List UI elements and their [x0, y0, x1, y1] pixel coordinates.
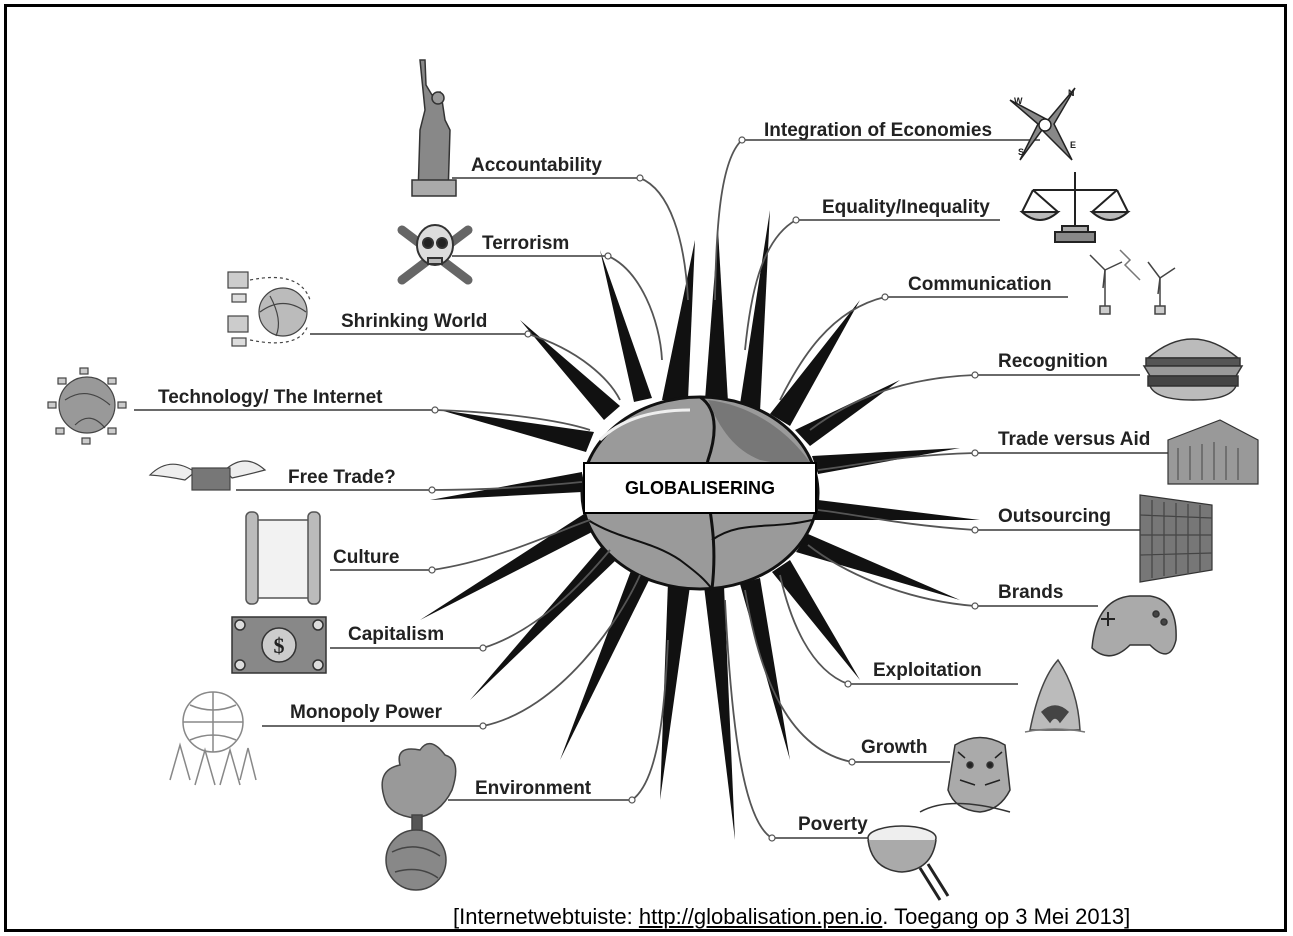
central-topic-label: GLOBALISERING	[624, 477, 775, 498]
source-citation: [Internetwebtuiste: http://globalisation…	[453, 904, 1130, 930]
svg-text:W: W	[1014, 96, 1023, 106]
globe-network-icon	[47, 367, 127, 445]
topic-brands: Brands	[998, 582, 1063, 603]
connector-lines	[134, 139, 1168, 839]
topic-culture: Culture	[333, 547, 400, 568]
skyscraper-icon	[1139, 494, 1213, 583]
topic-shrinking-world: Shrinking World	[341, 311, 487, 332]
topic-trade-aid: Trade versus Aid	[998, 429, 1150, 450]
topic-accountability: Accountability	[471, 155, 602, 176]
compass-icon: N E S W	[1009, 87, 1076, 161]
topic-terrorism: Terrorism	[482, 233, 569, 254]
topic-communication: Communication	[908, 274, 1052, 295]
topic-exploitation: Exploitation	[873, 660, 982, 681]
svg-text:E: E	[1070, 140, 1076, 150]
building-icon	[1167, 419, 1259, 485]
topic-capitalism: Capitalism	[348, 624, 444, 645]
topic-recognition: Recognition	[998, 351, 1108, 372]
wind-turbine-icon	[1089, 249, 1176, 315]
hamburger-icon	[1142, 338, 1244, 401]
topic-outsourcing: Outsourcing	[998, 506, 1111, 527]
shark-icon	[1024, 658, 1086, 733]
networked-globe-icon	[227, 271, 311, 347]
statue-of-liberty-icon	[411, 59, 457, 197]
source-suffix: . Toegang op 3 Mei 2013]	[882, 904, 1131, 929]
central-topic: GLOBALISERING	[583, 462, 817, 514]
rice-bowl-icon	[867, 825, 950, 901]
svg-text:$: $	[274, 633, 285, 658]
topic-integration: Integration of Economies	[764, 120, 992, 141]
source-prefix: [Internetwebtuiste:	[453, 904, 639, 929]
topic-environment: Environment	[475, 778, 592, 799]
topic-technology: Technology/ The Internet	[158, 387, 383, 408]
scales-icon	[1019, 172, 1131, 243]
topic-growth: Growth	[861, 737, 928, 758]
source-link[interactable]: http://globalisation.pen.io	[638, 904, 883, 929]
connector-nodes	[428, 136, 979, 842]
topic-poverty: Poverty	[798, 814, 868, 835]
people-holding-globe-icon	[169, 691, 257, 786]
game-controller-icon	[1091, 595, 1177, 657]
skull-crossbones-icon	[397, 224, 473, 285]
diagram-frame	[4, 4, 1287, 932]
dollar-bill-icon: $	[231, 616, 327, 674]
topic-free-trade: Free Trade?	[288, 467, 396, 488]
topic-monopoly-power: Monopoly Power	[290, 702, 443, 723]
scroll-icon	[245, 511, 321, 605]
burning-earth-icon	[381, 742, 457, 891]
tiger-icon	[919, 736, 1011, 813]
svg-text:N: N	[1068, 88, 1075, 98]
topic-equality: Equality/Inequality	[822, 197, 990, 218]
winged-money-icon	[148, 460, 267, 491]
svg-text:S: S	[1018, 147, 1024, 157]
